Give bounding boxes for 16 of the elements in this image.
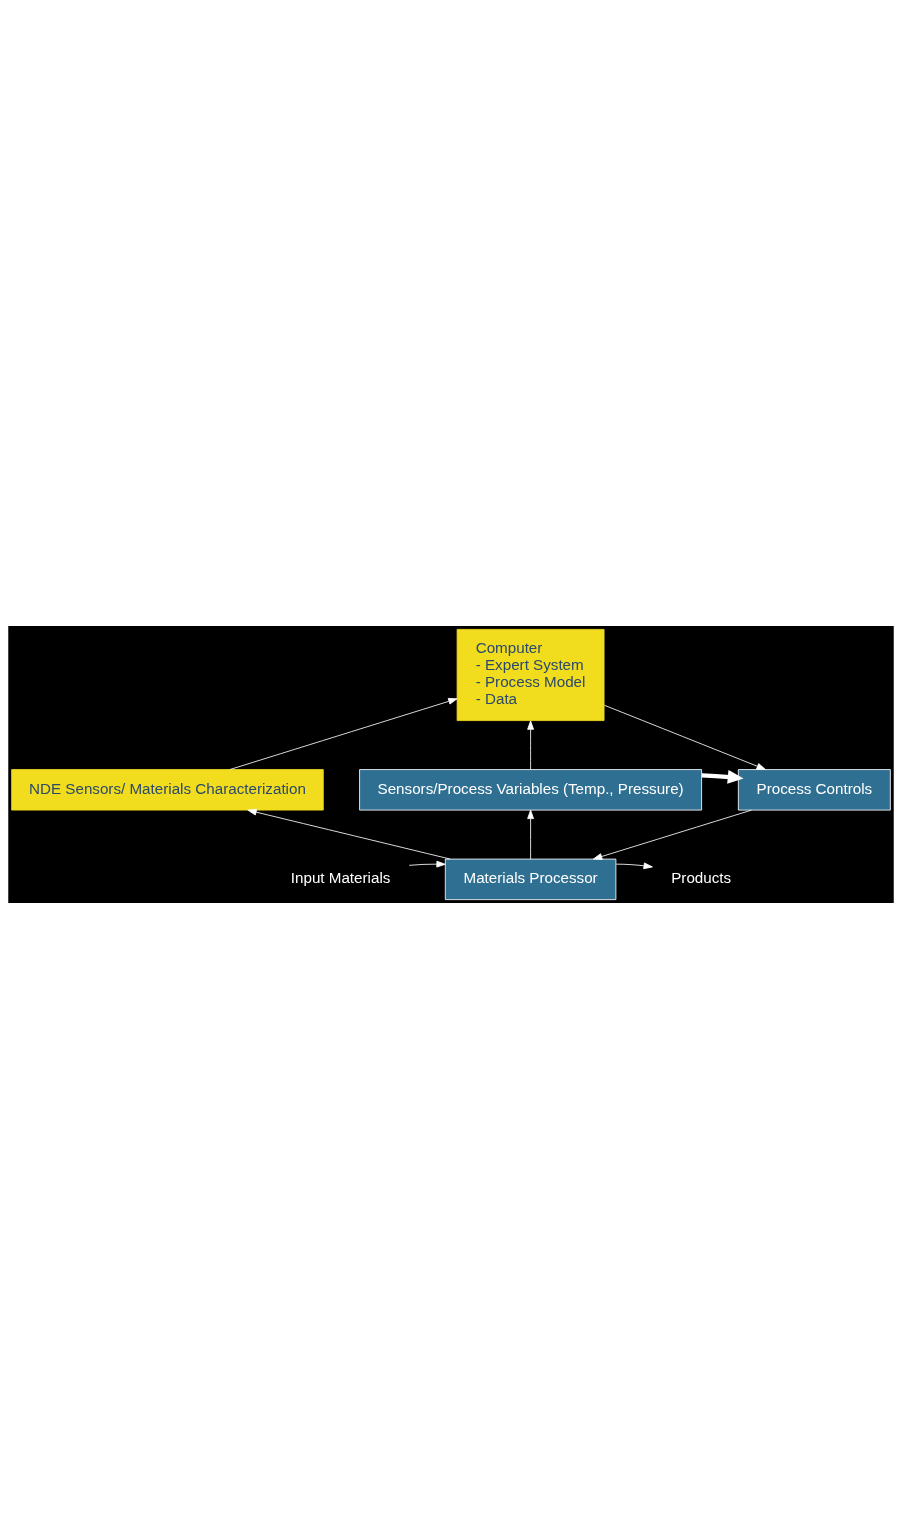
arrow — [247, 808, 451, 860]
node-box: Materials Processor — [444, 858, 617, 901]
arrow — [229, 698, 458, 770]
arrow — [615, 862, 653, 870]
arrow — [408, 860, 446, 868]
node-box: Sensors/Process Variables (Temp., Pressure) — [359, 769, 703, 811]
node-text: Products — [671, 869, 732, 887]
arrow — [604, 704, 766, 770]
arrow — [701, 770, 744, 784]
node-text: Input Materials — [290, 869, 391, 887]
node-box: Process Controls — [737, 769, 891, 811]
node-box: NDE Sensors/ Materials Characterization — [11, 769, 324, 811]
arrow — [527, 809, 534, 860]
node-box: Computer - Expert System - Process Model - Data — [456, 628, 605, 721]
arrow — [592, 809, 752, 860]
arrow — [527, 720, 534, 770]
